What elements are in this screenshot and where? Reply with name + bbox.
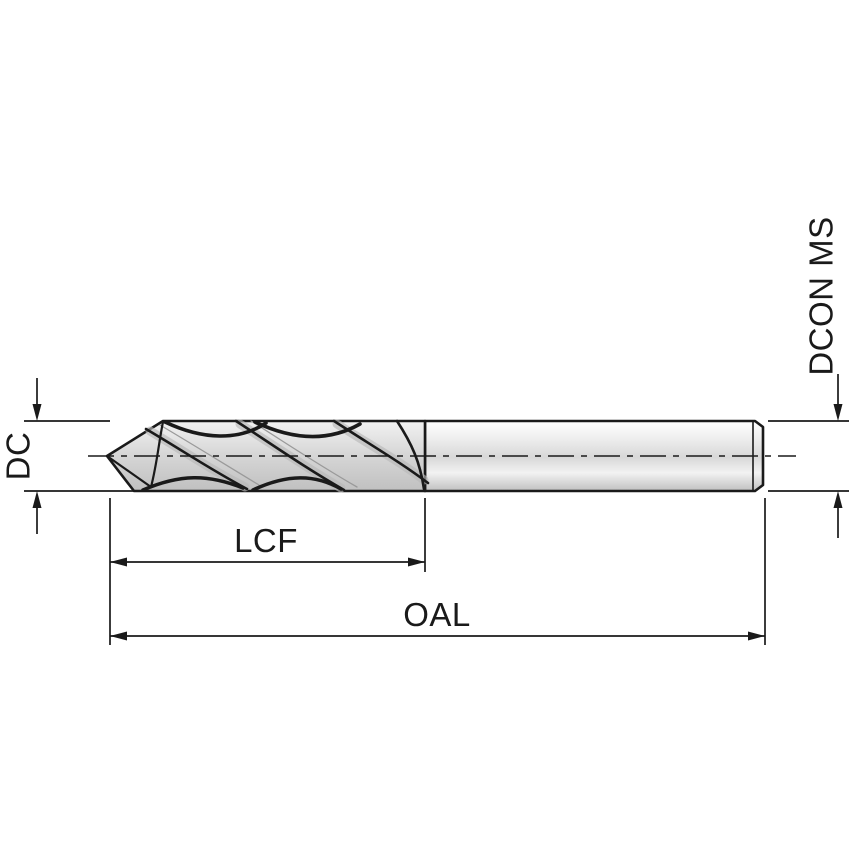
oal-arrow-left [110, 631, 127, 641]
flute-spiral-1 [144, 427, 249, 491]
land-edges-group [141, 420, 362, 492]
labels-group: DC DCON MS LCF OAL [0, 216, 840, 633]
point-lip-line [105, 454, 153, 489]
land-line-2 [250, 420, 358, 488]
land-edge-top-2 [253, 420, 362, 439]
dimension-lines-group [24, 374, 849, 645]
oal-arrow-right [748, 631, 765, 641]
arrowheads-group [32, 404, 843, 641]
lcf-arrow-right [408, 557, 425, 567]
land-line-1 [159, 424, 260, 486]
drill-body-group [105, 419, 765, 493]
dc-arrow-down [32, 404, 42, 421]
label-oal: OAL [403, 596, 471, 633]
label-lcf: LCF [234, 522, 298, 559]
land-edge-bottom-2 [251, 476, 343, 492]
land-edge-top-1 [163, 420, 268, 438]
land-edge-bottom-1 [141, 475, 245, 492]
lcf-arrow-left [110, 557, 127, 567]
dcon-arrow-down [833, 404, 843, 421]
label-dc: DC [0, 432, 37, 481]
flute-runout-curve [395, 419, 426, 491]
dc-arrow-up [32, 491, 42, 508]
dcon-arrow-up [833, 491, 843, 508]
point-face-curve [149, 420, 165, 489]
label-dcon-ms: DCON MS [803, 216, 840, 375]
point-detail-group [105, 420, 165, 489]
land-lines-group [159, 420, 358, 488]
